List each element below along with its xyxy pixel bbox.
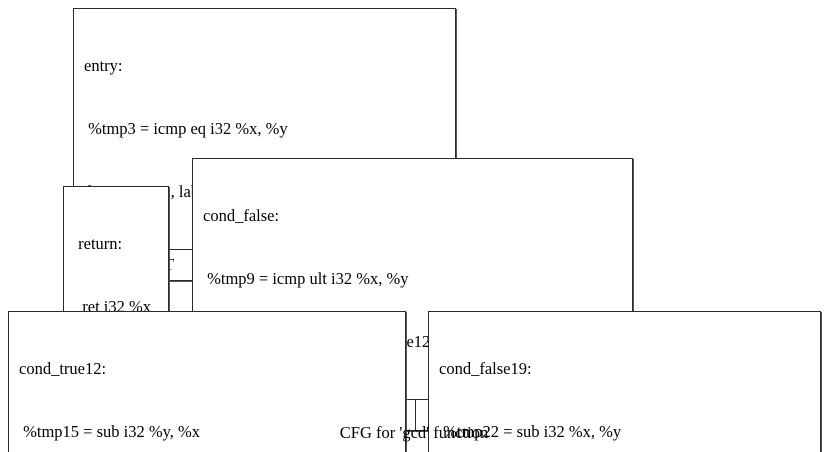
node-return-line-0: return: (74, 234, 123, 253)
node-cond-false19-line-1: %tmp22 = sub i32 %x, %y (439, 422, 622, 441)
node-cond-false19-line-0: cond_false19: (439, 359, 532, 378)
node-cond-true12-body: cond_true12: %tmp15 = sub i32 %y, %x %tm… (9, 312, 405, 452)
node-cond-false19-body: cond_false19: %tmp22 = sub i32 %x, %y %t… (429, 312, 820, 452)
node-entry-line-0: entry: (84, 56, 123, 75)
node-cond-false-line-1: %tmp9 = icmp ult i32 %x, %y (203, 269, 409, 288)
cfg-node-cond-true12[interactable]: cond_true12: %tmp15 = sub i32 %y, %x %tm… (8, 311, 406, 452)
node-cond-false-line-0: cond_false: (203, 206, 280, 225)
node-cond-true12-line-0: cond_true12: (19, 359, 107, 378)
diagram-caption: CFG for 'gcd' function (339, 423, 489, 442)
cfg-node-cond-false19[interactable]: cond_false19: %tmp22 = sub i32 %x, %y %t… (428, 311, 821, 452)
node-entry-line-1: %tmp3 = icmp eq i32 %x, %y (84, 119, 288, 138)
node-cond-true12-line-1: %tmp15 = sub i32 %y, %x (19, 422, 201, 441)
node-entry-port-true[interactable]: T (163, 255, 175, 274)
